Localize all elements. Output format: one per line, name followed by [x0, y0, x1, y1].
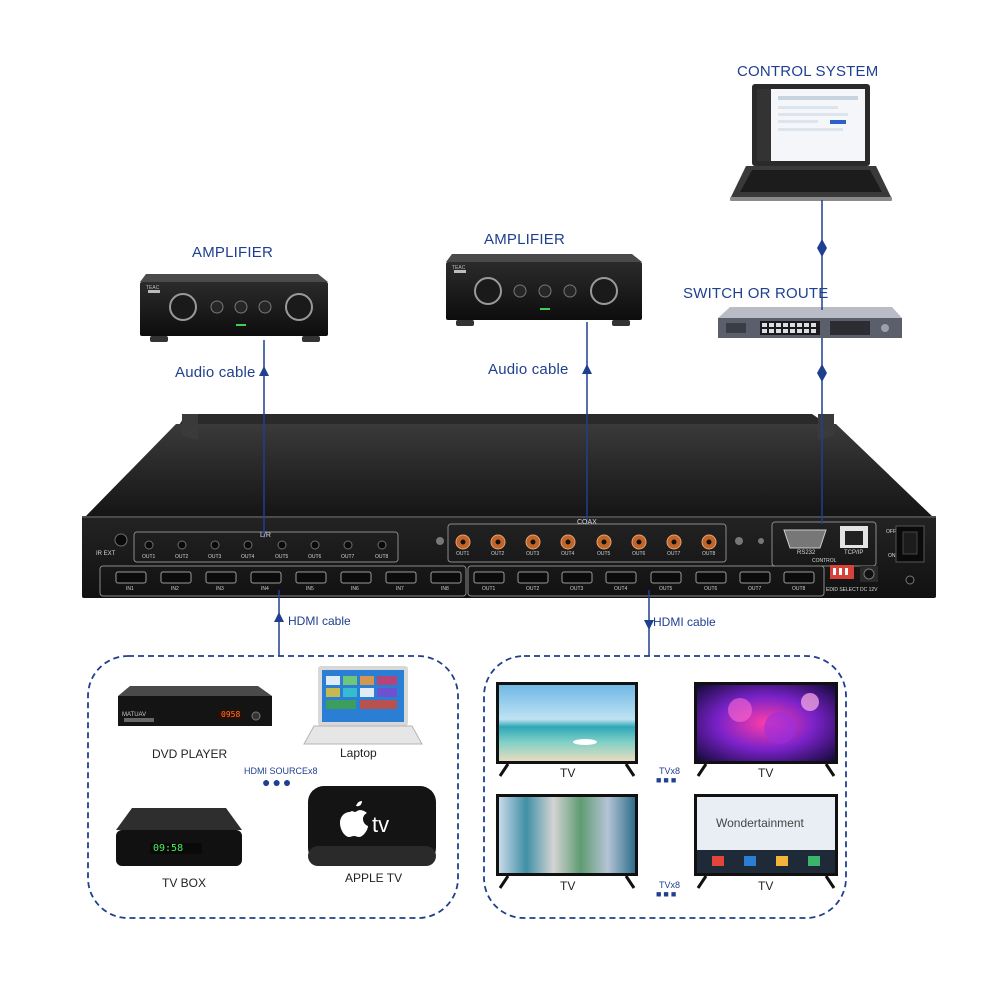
- dvd-brand-text: MATUAV: [122, 712, 147, 718]
- arrowheads: [259, 239, 827, 630]
- tv-1-icon: [496, 682, 638, 777]
- audio-jack-row: [144, 540, 387, 550]
- apple-tv-logo-text: tv: [372, 812, 390, 837]
- tv-3-icon: [496, 794, 638, 889]
- hdmi-input-ports: [115, 571, 462, 584]
- off-label: OFF: [886, 529, 896, 535]
- tv-box-icon: [116, 808, 242, 866]
- lr-label: L/R: [260, 532, 271, 539]
- audio-out-label-2: OUT2: [175, 554, 189, 560]
- coax-out-label-4: OUT4: [561, 551, 575, 557]
- amp-left-brand: TEAC: [146, 285, 160, 291]
- hdmi-matrix-chassis: [82, 414, 936, 598]
- tv-3-label: TV: [560, 879, 576, 893]
- coax-label: COAX: [577, 519, 597, 526]
- amp-right-brand: TEAC: [452, 265, 466, 271]
- hdmi-in-label-6: IN6: [351, 586, 359, 592]
- tvx8-bottom-label: TVx8: [659, 880, 681, 890]
- hdmi-cable-out-label: HDMI cable: [653, 615, 716, 629]
- hdmi-out-label-6: OUT6: [704, 586, 718, 592]
- tv-2-label: TV: [758, 766, 774, 780]
- network-switch-icon: [718, 307, 902, 338]
- tvx8-top-label: TVx8: [659, 766, 681, 776]
- audio-cable-left-label: Audio cable: [175, 364, 256, 381]
- audio-out-label-5: OUT5: [275, 554, 289, 560]
- audio-cable-right-label: Audio cable: [488, 361, 569, 378]
- dvd-display-text: 0958: [221, 710, 241, 719]
- tv-box-label: TV BOX: [162, 876, 207, 890]
- on-label: ON: [888, 553, 896, 559]
- ir-ext-label: IR EXT: [96, 551, 116, 557]
- audio-out-label-8: OUT8: [375, 554, 389, 560]
- tcpip-label: TCP/IP: [844, 550, 864, 556]
- audio-out-label-6: OUT6: [308, 554, 322, 560]
- coax-out-label-2: OUT2: [491, 551, 505, 557]
- coax-out-label-6: OUT6: [632, 551, 646, 557]
- hdmi-source-label: HDMI SOURCEx8: [244, 766, 318, 776]
- dc-label: DC 12V: [860, 587, 878, 593]
- rs232-label: RS232: [797, 550, 816, 556]
- display-group-box: [483, 655, 847, 919]
- amplifier-right-label: AMPLIFIER: [484, 231, 565, 248]
- hdmi-in-label-3: IN3: [216, 586, 224, 592]
- coax-out-label-1: OUT1: [456, 551, 470, 557]
- coax-connector-row: [455, 534, 717, 550]
- hdmi-cable-in-label: HDMI cable: [288, 614, 351, 628]
- hdmi-output-ports: [473, 571, 815, 584]
- hdmi-in-label-5: IN5: [306, 586, 314, 592]
- laptop-label: Laptop: [340, 746, 377, 760]
- tv-ellipsis-top: ■■■: [656, 775, 679, 785]
- coax-out-label-8: OUT8: [702, 551, 716, 557]
- tv-1-label: TV: [560, 766, 576, 780]
- laptop-source-icon: [303, 666, 423, 745]
- hdmi-out-label-8: OUT8: [792, 586, 806, 592]
- control-system-label: CONTROL SYSTEM: [737, 63, 879, 80]
- switch-or-route-label: SWITCH OR ROUTE: [683, 285, 829, 302]
- laptop-control-icon: [730, 84, 892, 201]
- dvd-player-icon: [118, 686, 272, 726]
- amplifier-right-icon: [446, 254, 642, 326]
- tv-4-label: TV: [758, 879, 774, 893]
- hdmi-in-label-8: IN8: [441, 586, 449, 592]
- hdmi-out-label-2: OUT2: [526, 586, 540, 592]
- tvbox-display-text: 09:58: [153, 843, 184, 854]
- hdmi-out-label-4: OUT4: [614, 586, 628, 592]
- hdmi-out-label-3: OUT3: [570, 586, 584, 592]
- edid-label: EDID SELECT: [826, 587, 859, 593]
- source-ellipsis: ●●●: [262, 774, 294, 790]
- dvd-player-label: DVD PLAYER: [152, 747, 228, 761]
- source-group-box: [87, 655, 459, 919]
- control-label: CONTROL: [812, 558, 837, 564]
- amplifier-left-icon: [140, 274, 328, 342]
- apple-tv-label: APPLE TV: [345, 871, 403, 885]
- audio-out-label-3: OUT3: [208, 554, 222, 560]
- apple-tv-icon: [308, 786, 436, 866]
- hdmi-out-label-7: OUT7: [748, 586, 762, 592]
- tv-4-icon: [694, 794, 838, 889]
- hdmi-in-label-1: IN1: [126, 586, 134, 592]
- hdmi-in-label-7: IN7: [396, 586, 404, 592]
- hdmi-out-label-1: OUT1: [482, 586, 496, 592]
- tv-banner-text: Wondertainment: [716, 816, 804, 830]
- hdmi-in-label-2: IN2: [171, 586, 179, 592]
- audio-out-label-7: OUT7: [341, 554, 355, 560]
- coax-out-label-5: OUT5: [597, 551, 611, 557]
- coax-out-label-3: OUT3: [526, 551, 540, 557]
- audio-out-label-4: OUT4: [241, 554, 255, 560]
- tv-2-icon: [694, 682, 838, 777]
- amplifier-left-label: AMPLIFIER: [192, 244, 273, 261]
- hdmi-out-label-5: OUT5: [659, 586, 673, 592]
- coax-out-label-7: OUT7: [667, 551, 681, 557]
- tv-ellipsis-bottom: ■■■: [656, 889, 679, 899]
- audio-out-label-1: OUT1: [142, 554, 156, 560]
- hdmi-in-label-4: IN4: [261, 586, 269, 592]
